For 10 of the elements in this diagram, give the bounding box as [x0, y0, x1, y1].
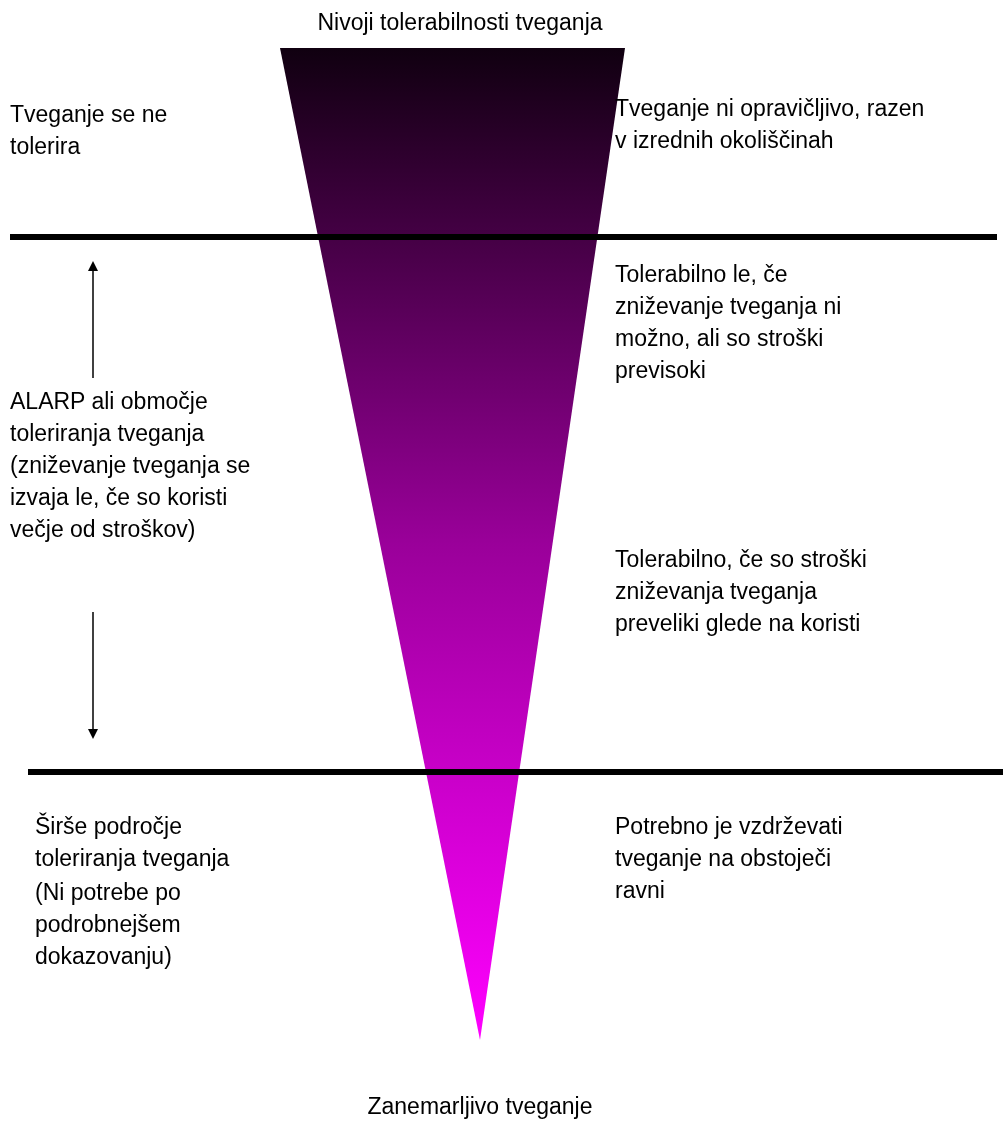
zone-label: Tveganje ni opravičljivo, razen v izrednih okoliščinah: [615, 94, 925, 155]
zone-label: Tveganje se ne tolerira: [10, 100, 169, 161]
zone-label: Širše področje toleriranja tveganja: [35, 811, 231, 873]
zone-label: ALARP ali območje toleriranja tveganja (zniževanje tveganja se izvaja le, če so koristi večje od stroškov): [10, 387, 252, 544]
diagram-caption: Zanemarljivo tveganje: [366, 1092, 594, 1121]
diagram-title: Nivoji tolerabilnosti tveganja: [316, 8, 604, 37]
zone-label: Potrebno je vzdrževati tveganje na obstoječi ravni: [615, 812, 844, 905]
zone-label: Tolerabilno le, če zniževanje tveganja ni možno, ali so stroški previsoki: [615, 260, 843, 385]
zone-label: Tolerabilno, če so stroški zniževanja tveganja preveliki glede na koristi: [615, 545, 868, 638]
zone-label: (Ni potrebe po podrobnejšem dokazovanju): [35, 878, 182, 971]
